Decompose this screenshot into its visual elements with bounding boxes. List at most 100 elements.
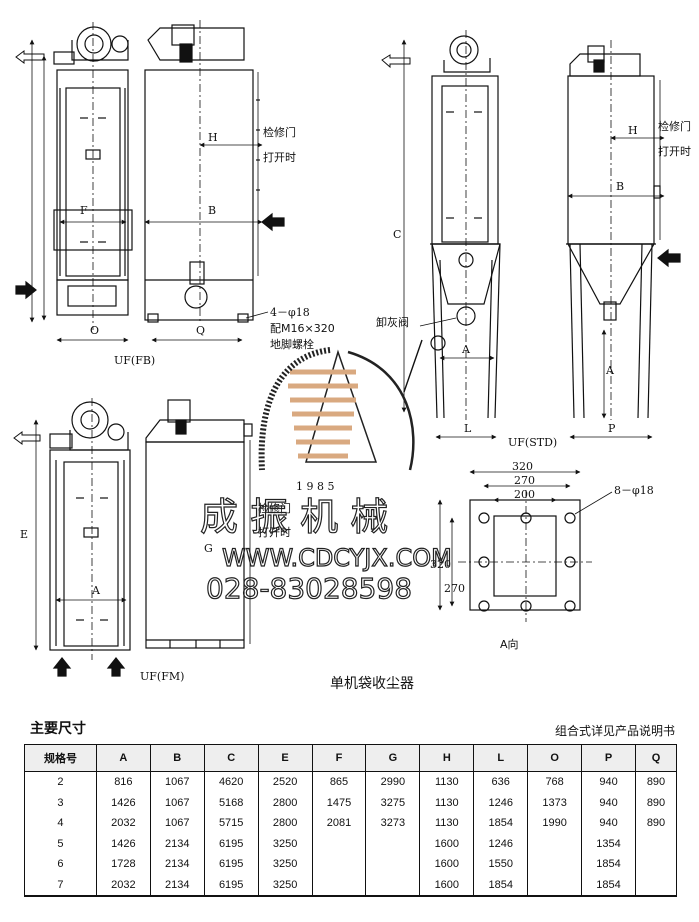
table-cell: 2134 bbox=[149, 833, 205, 854]
door-open-label-fm: 打开时 bbox=[258, 525, 291, 539]
watermark-phone: 028-83028598 bbox=[206, 572, 412, 605]
table-cell: 1600 bbox=[419, 854, 475, 875]
table-cell bbox=[311, 874, 367, 897]
table-header-cell: H bbox=[419, 744, 475, 772]
caption-uf-std: UF(STD) bbox=[508, 436, 557, 449]
ash-valve-label: 卸灰阀 bbox=[376, 315, 409, 329]
dim-label-a-std: A bbox=[461, 343, 471, 356]
a-view-v1: 320 bbox=[430, 558, 451, 571]
table-cell: 6195 bbox=[203, 874, 259, 897]
table-cell: 6 bbox=[24, 854, 97, 875]
table-cell: 1426 bbox=[95, 792, 151, 813]
table-cell: 1600 bbox=[419, 833, 475, 854]
table-cell bbox=[527, 874, 583, 897]
section-title: 主要尺寸 bbox=[30, 721, 86, 737]
table-cell: 2990 bbox=[365, 771, 421, 793]
door-label-fm: 检修门 bbox=[258, 501, 291, 515]
dim-label-g-fm: G bbox=[204, 542, 213, 555]
dim-label-h-fb: H bbox=[208, 131, 218, 144]
a-view-d3: 200 bbox=[514, 488, 535, 501]
a-direction-view bbox=[437, 469, 613, 622]
table-cell: 1426 bbox=[95, 833, 151, 854]
dim-label-f-fb: F bbox=[80, 204, 88, 217]
table-cell bbox=[311, 833, 367, 854]
table-cell: 1130 bbox=[419, 813, 475, 834]
watermark-year: 1 9 8 5 bbox=[296, 480, 334, 493]
table-header-cell: E bbox=[257, 744, 313, 772]
dim-label-o-fb: O bbox=[90, 324, 99, 337]
table-cell bbox=[365, 874, 421, 897]
table-cell: 2134 bbox=[149, 854, 205, 875]
table-header-cell: A bbox=[95, 744, 151, 772]
table-cell: 940 bbox=[581, 792, 636, 813]
watermark-company: 成 振 机 械 bbox=[200, 495, 388, 539]
table-cell bbox=[634, 833, 678, 854]
a-view-d1: 320 bbox=[512, 460, 533, 473]
dim-label-a-fm: A bbox=[91, 584, 101, 597]
table-cell: 5715 bbox=[203, 813, 259, 834]
table-cell: 1600 bbox=[419, 874, 475, 897]
table-cell: 2800 bbox=[257, 792, 313, 813]
drawing-title: 单机袋收尘器 bbox=[330, 676, 414, 692]
table-cell: 1246 bbox=[473, 833, 529, 854]
table-cell: 2032 bbox=[95, 874, 151, 897]
table-cell bbox=[634, 874, 678, 897]
a-view-v2: 270 bbox=[444, 582, 465, 595]
table-cell: 1728 bbox=[95, 854, 151, 875]
door-label-fb: 检修门 bbox=[263, 125, 296, 139]
table-cell: 865 bbox=[311, 771, 367, 793]
table-cell: 1854 bbox=[581, 874, 636, 897]
caption-uf-fm: UF(FM) bbox=[140, 670, 184, 683]
dim-label-h-std: H bbox=[628, 124, 638, 137]
table-cell: 3275 bbox=[365, 792, 421, 813]
table-cell bbox=[365, 833, 421, 854]
dim-label-a-std-side: A bbox=[605, 364, 615, 377]
table-header-cell: Q bbox=[634, 744, 678, 772]
a-view-holes-label: 8－φ18 bbox=[614, 484, 654, 497]
table-cell: 890 bbox=[634, 771, 678, 793]
door-label-std: 检修门 bbox=[658, 119, 691, 133]
technical-drawing: H B F O Q 检修门 打开时 4－φ18 配M16×320 地脚螺栓 UF… bbox=[13, 20, 691, 692]
table-cell: 3250 bbox=[257, 874, 313, 897]
table-cell: 7 bbox=[24, 874, 97, 897]
dim-label-p-std: P bbox=[608, 422, 616, 435]
table-cell: 940 bbox=[581, 771, 636, 793]
section-note: 组合式详见产品说明书 bbox=[554, 724, 675, 738]
table-cell: 2800 bbox=[257, 813, 313, 834]
watermark-logo bbox=[258, 347, 415, 471]
a-view-d2: 270 bbox=[514, 474, 535, 487]
table-header-cell: F bbox=[311, 744, 367, 772]
fm-side-view bbox=[145, 399, 253, 649]
dim-label-e-fm: E bbox=[20, 528, 28, 541]
fb-front-view bbox=[15, 22, 133, 343]
table-cell: 3250 bbox=[257, 854, 313, 875]
bolt-count-label: 4－φ18 bbox=[270, 306, 310, 319]
table-cell bbox=[527, 833, 583, 854]
caption-uf-fb: UF(FB) bbox=[114, 354, 155, 367]
bolt-name-label: 地脚螺栓 bbox=[270, 337, 314, 351]
table-header-cell: P bbox=[581, 744, 636, 772]
table-header-cell: B bbox=[149, 744, 205, 772]
table-cell bbox=[311, 854, 367, 875]
table-cell: 1373 bbox=[527, 792, 583, 813]
table-cell: 6195 bbox=[203, 833, 259, 854]
table-cell: 2520 bbox=[257, 771, 313, 793]
table-cell: 1067 bbox=[149, 792, 205, 813]
table-cell: 4620 bbox=[203, 771, 259, 793]
table-cell: 5 bbox=[24, 833, 97, 854]
table-cell: 1475 bbox=[311, 792, 367, 813]
caption-a-view: A向 bbox=[500, 637, 519, 651]
dim-label-q-fb: Q bbox=[196, 324, 205, 337]
fm-front-view bbox=[13, 398, 131, 677]
table-cell: 2081 bbox=[311, 813, 367, 834]
table-cell: 4 bbox=[24, 813, 97, 834]
dim-label-b-fb: B bbox=[208, 204, 216, 217]
table-cell: 3250 bbox=[257, 833, 313, 854]
